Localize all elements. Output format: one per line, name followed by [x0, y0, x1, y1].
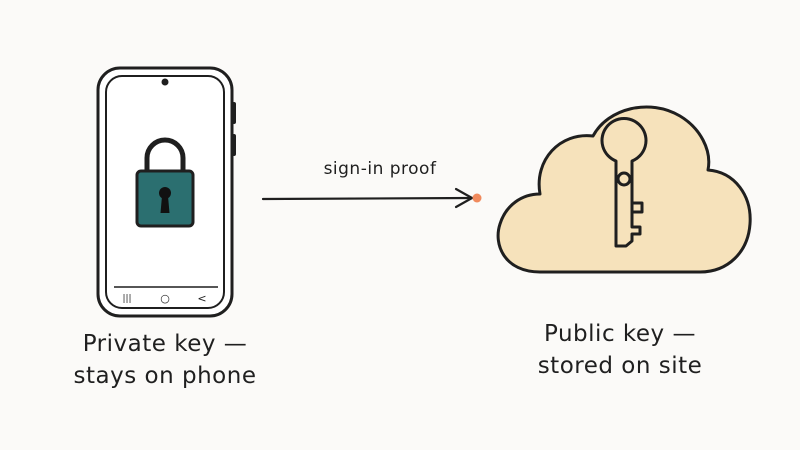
private-key-caption: Private key — stays on phone	[40, 328, 290, 392]
back-nav-icon[interactable]: <	[197, 292, 206, 305]
sign-in-arrow	[261, 187, 482, 209]
home-nav-icon[interactable]: ○	[160, 292, 170, 305]
public-key-caption: Public key — stored on site	[495, 318, 745, 382]
public-key-caption-line1: Public key —	[544, 321, 696, 347]
padlock-icon	[135, 137, 195, 228]
private-key-caption-line2: stays on phone	[73, 363, 257, 389]
arrow-label: sign-in proof	[323, 159, 437, 179]
recents-nav-icon[interactable]: |||	[122, 294, 131, 304]
arrow-endpoint-dot	[472, 193, 482, 203]
private-key-caption-line1: Private key —	[82, 331, 248, 357]
camera-dot	[161, 78, 169, 86]
public-key-caption-line2: stored on site	[537, 353, 703, 379]
key-icon	[600, 117, 648, 248]
cloud-icon	[496, 105, 752, 274]
